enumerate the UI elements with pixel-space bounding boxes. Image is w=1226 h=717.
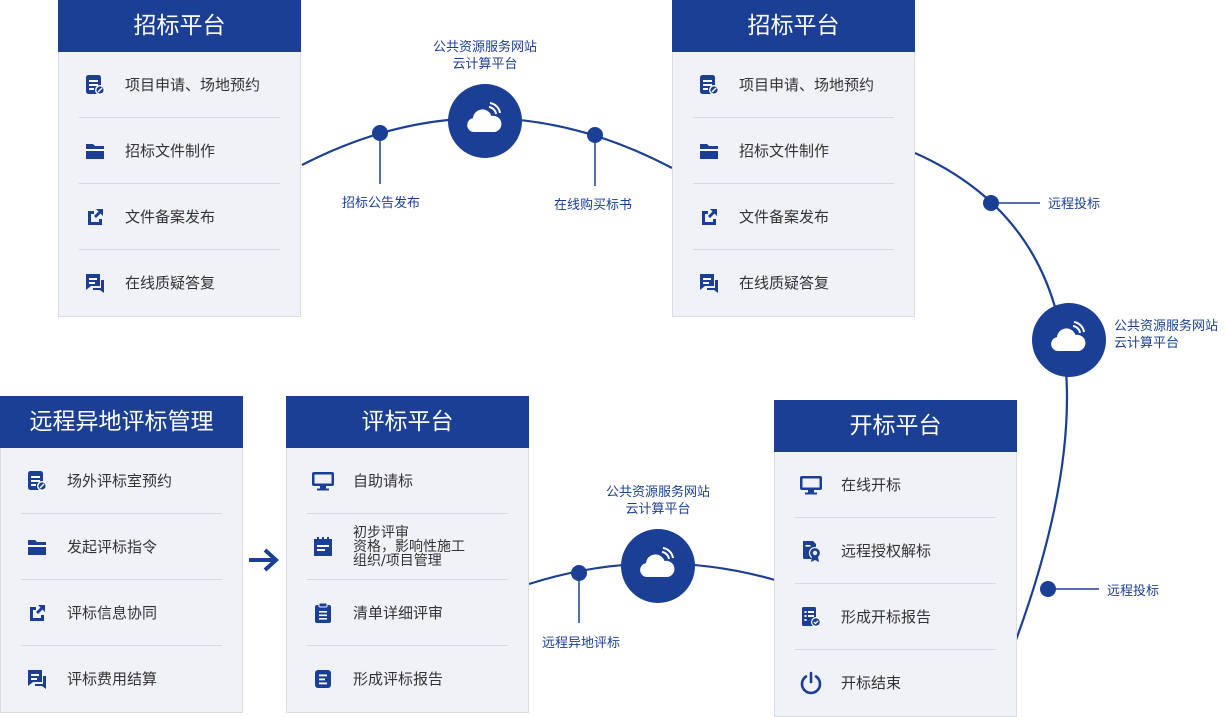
list-item-online-opening[interactable]: 在线开标: [795, 452, 996, 518]
list-item-self-service[interactable]: 自助请标: [307, 448, 508, 514]
card-evaluation-platform: 评标平台 自助请标 初步评审 资格，影响性施工 组织/项目管理 清单详细评审 形…: [286, 396, 529, 713]
cloud-caption-top: 公共资源服务网站 云计算平台: [432, 40, 537, 72]
list-item-opening-report[interactable]: 形成开标报告: [795, 584, 996, 650]
chat-icon: [696, 272, 722, 294]
list-item-detailed-review[interactable]: 清单详细评审: [307, 580, 508, 646]
clipboard-icon: [310, 602, 336, 624]
monitor-icon: [310, 470, 336, 492]
item-label: 发起评标指令: [67, 537, 158, 556]
step-label-remote-bid-2: 远程投标: [1107, 584, 1160, 599]
cloud-node-bottom: [621, 529, 695, 603]
external-link-icon: [24, 602, 50, 624]
step-label-remote-bid-1: 远程投标: [1048, 197, 1101, 212]
list-item-doc-publish[interactable]: 文件备案发布: [693, 184, 894, 250]
external-link-icon: [82, 206, 108, 228]
item-label: 自助请标: [353, 471, 414, 490]
step-label-announcement: 招标公告发布: [342, 196, 421, 211]
item-label: 清单详细评审: [353, 603, 444, 622]
document-edit-icon: [24, 470, 50, 492]
card-title: 开标平台: [774, 400, 1017, 452]
item-label: 招标文件制作: [739, 141, 830, 160]
cloud-caption-bottom: 公共资源服务网站 云计算平台: [605, 485, 710, 517]
list-item-qa[interactable]: 在线质疑答复: [693, 250, 894, 315]
item-label: 开标结束: [841, 673, 902, 692]
chat-icon: [24, 668, 50, 690]
certificate-icon: [798, 540, 824, 562]
list-item-eval-command[interactable]: 发起评标指令: [21, 514, 222, 580]
cloud-wifi-icon: [465, 102, 505, 140]
notepad-icon: [310, 536, 336, 558]
item-label: 招标文件制作: [125, 141, 216, 160]
folder-icon: [696, 140, 722, 162]
list-item-room-booking[interactable]: 场外评标室预约: [21, 448, 222, 514]
card-bid-opening-platform: 开标平台 在线开标 远程授权解标 形成开标报告 开标结束: [774, 400, 1017, 717]
card-title: 远程异地评标管理: [0, 396, 243, 448]
chat-icon: [82, 272, 108, 294]
arrow-right-icon: [247, 547, 281, 577]
list-document-icon: [310, 668, 336, 690]
checklist-icon: [798, 606, 824, 628]
cloud-node-top: [448, 84, 522, 158]
list-item-preliminary-review[interactable]: 初步评审 资格，影响性施工 组织/项目管理: [307, 514, 508, 580]
list-item-project-apply[interactable]: 项目申请、场地预约: [693, 52, 894, 118]
list-item-opening-end[interactable]: 开标结束: [795, 650, 996, 715]
item-label: 文件备案发布: [739, 207, 830, 226]
step-label-remote-eval: 远程异地评标: [542, 636, 621, 651]
item-label: 项目申请、场地预约: [739, 75, 875, 94]
power-icon: [798, 671, 824, 694]
list-item-doc-making[interactable]: 招标文件制作: [79, 118, 280, 184]
folder-icon: [24, 536, 50, 558]
item-label: 形成开标报告: [841, 607, 932, 626]
card-title: 招标平台: [672, 0, 915, 52]
card-bidding-platform-1: 招标平台 项目申请、场地预约 招标文件制作 文件备案发布 在线质疑答复: [58, 0, 301, 317]
card-title: 评标平台: [286, 396, 529, 448]
item-label: 评标信息协同: [67, 603, 158, 622]
item-label: 在线开标: [841, 475, 902, 494]
item-label: 文件备案发布: [125, 207, 216, 226]
cloud-wifi-icon: [1049, 321, 1089, 359]
card-bidding-platform-2: 招标平台 项目申请、场地预约 招标文件制作 文件备案发布 在线质疑答复: [672, 0, 915, 317]
item-label: 远程授权解标: [841, 541, 932, 560]
item-label: 场外评标室预约: [67, 471, 173, 490]
list-item-doc-publish[interactable]: 文件备案发布: [79, 184, 280, 250]
list-item-info-sync[interactable]: 评标信息协同: [21, 580, 222, 646]
document-edit-icon: [82, 74, 108, 96]
folder-icon: [82, 140, 108, 162]
item-label: 在线质疑答复: [125, 273, 216, 292]
list-item-project-apply[interactable]: 项目申请、场地预约: [79, 52, 280, 118]
item-label: 初步评审 资格，影响性施工 组织/项目管理: [353, 524, 465, 569]
list-item-remote-decrypt[interactable]: 远程授权解标: [795, 518, 996, 584]
document-edit-icon: [696, 74, 722, 96]
cloud-caption-right: 公共资源服务网站 云计算平台: [1114, 319, 1219, 351]
list-item-eval-report[interactable]: 形成评标报告: [307, 646, 508, 711]
list-item-qa[interactable]: 在线质疑答复: [79, 250, 280, 315]
step-label-buy-docs: 在线购买标书: [554, 198, 633, 213]
item-label: 项目申请、场地预约: [125, 75, 261, 94]
item-label: 评标费用结算: [67, 669, 158, 688]
item-label: 形成评标报告: [353, 669, 444, 688]
card-remote-evaluation-management: 远程异地评标管理 场外评标室预约 发起评标指令 评标信息协同 评标费用结算: [0, 396, 243, 713]
cloud-node-right: [1032, 303, 1106, 377]
item-label: 在线质疑答复: [739, 273, 830, 292]
card-title: 招标平台: [58, 0, 301, 52]
external-link-icon: [696, 206, 722, 228]
monitor-icon: [798, 474, 824, 496]
list-item-doc-making[interactable]: 招标文件制作: [693, 118, 894, 184]
cloud-wifi-icon: [638, 547, 678, 585]
list-item-fee-settlement[interactable]: 评标费用结算: [21, 646, 222, 711]
